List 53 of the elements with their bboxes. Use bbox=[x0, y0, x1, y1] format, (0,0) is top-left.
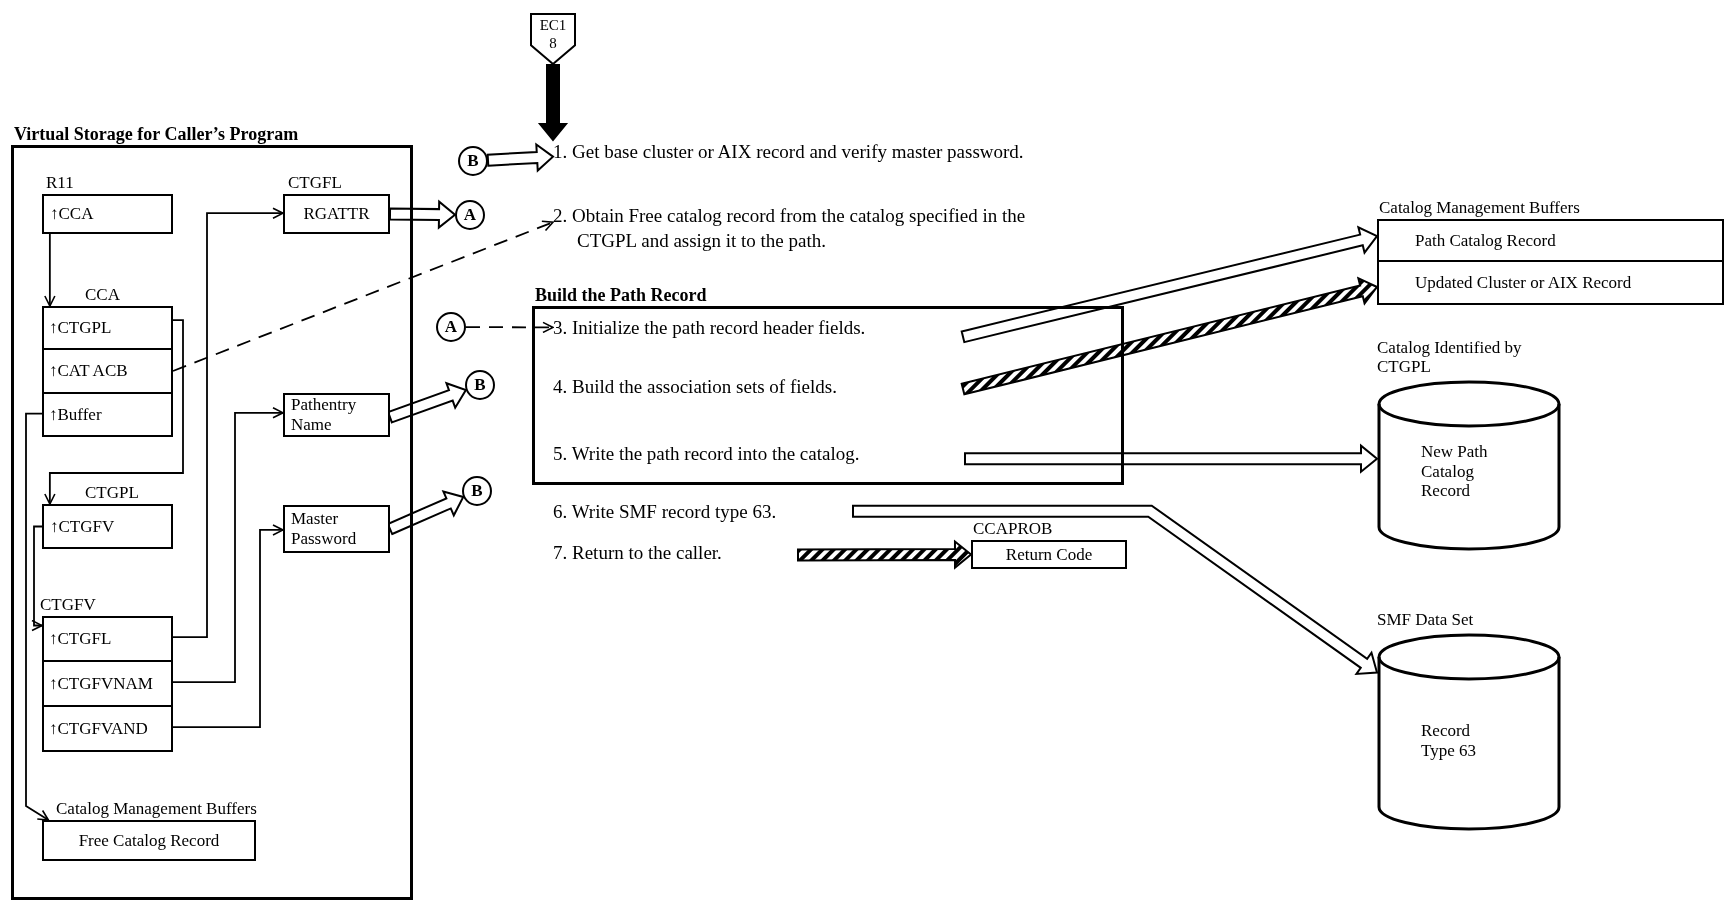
box-heading: R11 bbox=[46, 173, 74, 193]
connector-circle: B bbox=[458, 146, 488, 176]
connector-circle: B bbox=[465, 370, 495, 400]
field-box bbox=[283, 393, 390, 437]
arrow bbox=[172, 524, 284, 728]
block-arrow bbox=[486, 142, 555, 173]
step-text: 4. Build the association sets of fields. bbox=[553, 375, 963, 403]
panel-heading: CCA bbox=[85, 285, 120, 305]
panel-heading: Catalog Management Buffers bbox=[1379, 198, 1580, 218]
arrow bbox=[25, 412, 50, 821]
connector-label: EC1 8 bbox=[538, 16, 568, 52]
field-box bbox=[283, 505, 390, 553]
connector-circle: A bbox=[436, 312, 466, 342]
box-heading: CTGFL bbox=[288, 173, 342, 193]
block-arrow bbox=[388, 199, 457, 230]
arrow bbox=[172, 220, 554, 372]
block-arrow bbox=[964, 443, 1379, 474]
storage-heading: SMF Data Set bbox=[1377, 610, 1474, 630]
arrow bbox=[465, 321, 554, 334]
arrow bbox=[172, 407, 284, 683]
field-label: Free Catalog Record bbox=[78, 830, 220, 851]
panel-heading: Virtual Storage for Caller’s Program bbox=[14, 124, 299, 145]
field-label: Master Password bbox=[291, 509, 358, 549]
block-arrow bbox=[960, 225, 1379, 344]
field-label: ↑CTGFV bbox=[50, 516, 115, 537]
arrow bbox=[31, 525, 43, 632]
arrow bbox=[44, 319, 184, 505]
field-label: RGATTR bbox=[303, 204, 370, 224]
connector-circle: B bbox=[462, 476, 492, 506]
arrow bbox=[172, 207, 284, 639]
box-heading: CCAPROB bbox=[973, 519, 1053, 539]
step-text: 3. Initialize the path record header fields. bbox=[553, 316, 963, 368]
block-arrow bbox=[537, 64, 569, 142]
step-text: 5. Write the path record into the catalog. bbox=[553, 442, 965, 470]
cylinder-label: Record Type 63 bbox=[1421, 721, 1477, 761]
cylinder-label: New Path Catalog Record bbox=[1421, 442, 1489, 501]
block-arrow bbox=[852, 504, 1379, 676]
field-label: Pathentry Name bbox=[291, 395, 358, 435]
step-text: 7. Return to the caller. bbox=[553, 541, 798, 569]
field-label: Return Code bbox=[1005, 544, 1093, 565]
hatched-arrow bbox=[960, 276, 1379, 396]
hatched-arrow bbox=[796, 539, 973, 570]
field-label: ↑CCA bbox=[50, 204, 94, 224]
box-heading: CTGPL bbox=[85, 483, 139, 503]
panel-heading: Build the Path Record bbox=[535, 285, 707, 306]
step-text: 2. Obtain Free catalog record from the catalog specified in the CTGPL and assign it to the path. bbox=[553, 204, 1078, 256]
panel-heading: CTGFV bbox=[40, 595, 96, 615]
box-heading: Catalog Management Buffers bbox=[56, 799, 257, 819]
step-text: 1. Get base cluster or AIX record and verify master password. bbox=[553, 140, 1078, 192]
step-text: 6. Write SMF record type 63. bbox=[553, 500, 853, 528]
storage-heading: Catalog Identified by CTGPL bbox=[1377, 337, 1523, 377]
connector-circle: A bbox=[455, 200, 485, 230]
arrow bbox=[44, 233, 56, 307]
